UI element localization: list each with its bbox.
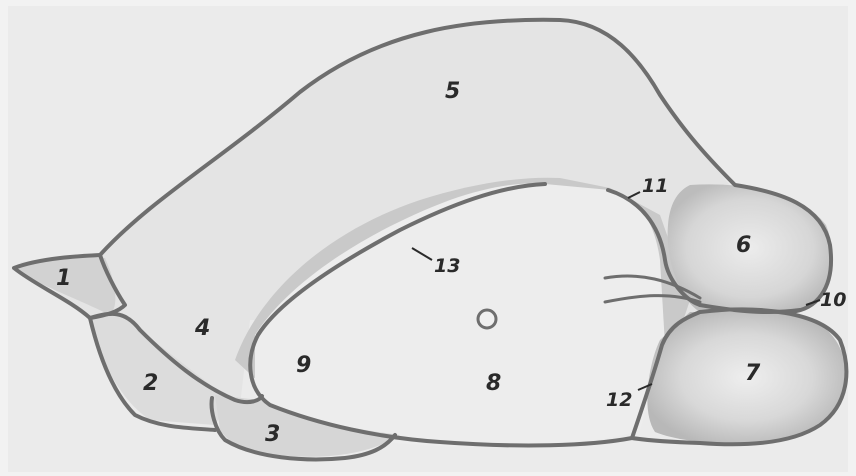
label-3: 3 — [265, 422, 280, 447]
label-4: 4 — [194, 316, 210, 341]
label-2: 2 — [143, 371, 158, 396]
label-8: 8 — [486, 371, 501, 396]
label-11: 11 — [642, 175, 668, 197]
label-12: 12 — [606, 389, 632, 411]
label-9: 9 — [296, 353, 311, 378]
small-circle-marker — [478, 310, 496, 328]
label-6: 6 — [736, 233, 751, 258]
label-10: 10 — [820, 289, 846, 311]
label-1: 1 — [56, 266, 71, 291]
label-7: 7 — [745, 361, 761, 386]
label-5: 5 — [445, 79, 460, 104]
label-13: 13 — [434, 255, 460, 277]
